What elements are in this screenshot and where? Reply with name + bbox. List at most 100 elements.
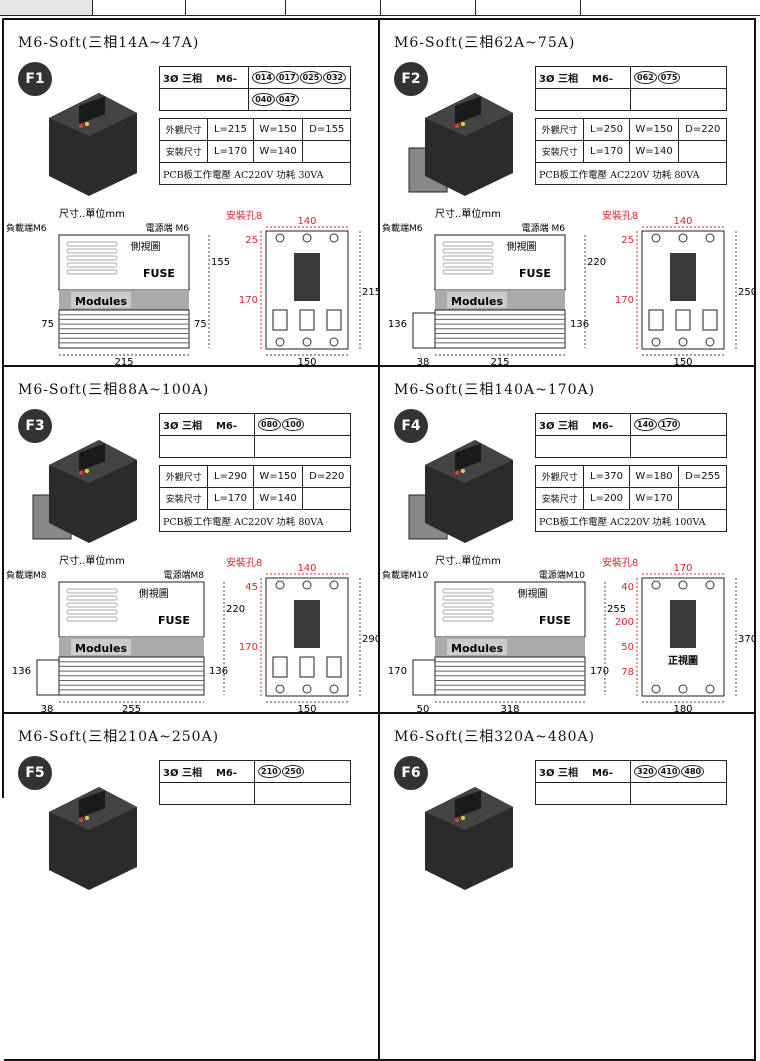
panel-title: M6-Soft(三相14A~47A) <box>18 35 200 51</box>
base-width-label: 50 <box>417 704 430 714</box>
front-top-width-label: 140 <box>673 216 692 227</box>
model-code: 017 <box>275 71 299 84</box>
indicator-led <box>79 124 83 128</box>
model-code: 014 <box>252 71 275 84</box>
indicator-led <box>461 816 465 820</box>
thyristor-icon <box>299 309 315 331</box>
mount-dim-value: W=140 <box>252 487 304 510</box>
control-display <box>79 443 105 471</box>
front-top-width-label: 140 <box>297 216 316 227</box>
front-total-height-label: 250 <box>738 287 756 298</box>
terminal-icon <box>302 684 312 694</box>
front-dim-label: 25 <box>621 235 634 246</box>
power-terminal-label: 電源端 M6 <box>146 222 190 234</box>
vent-slot <box>442 602 494 608</box>
mount-dim-value: W=140 <box>252 140 304 163</box>
front-bottom-width-label: 150 <box>297 704 316 714</box>
terminal-icon <box>275 580 285 590</box>
phase-label: 3Ø 三相 <box>539 768 578 779</box>
outer-dim-value: L=250 <box>583 118 630 141</box>
mount-hole-label: 安裝孔8 <box>226 209 262 222</box>
product-photo <box>408 440 513 543</box>
figure-badge: F2 <box>394 62 428 96</box>
vent-slot <box>66 595 118 601</box>
front-view-body <box>641 577 725 697</box>
width-label: 215 <box>490 357 509 367</box>
vent-slot <box>442 595 494 601</box>
model-prefix: M6- <box>591 768 614 779</box>
side-view-label: 側視圖 <box>139 587 169 600</box>
product-photo <box>408 93 513 196</box>
outer-dim-value: L=290 <box>207 465 254 488</box>
mount-dim-label: 安裝尺寸 <box>158 487 209 510</box>
product-photo <box>49 93 137 196</box>
total-height-label: 255 <box>607 604 626 615</box>
model-code: 410 <box>657 765 681 778</box>
phase-label: 3Ø 三相 <box>163 768 202 779</box>
mount-dim-value: L=200 <box>583 487 630 510</box>
model-code: 480 <box>681 765 705 778</box>
side-view-label: 側視圖 <box>507 240 537 253</box>
model-code: 062 <box>634 71 657 84</box>
outer-dim-value: D=220 <box>678 118 727 141</box>
mount-dim-value: W=140 <box>628 140 680 163</box>
mount-dim-value: L=170 <box>207 487 254 510</box>
vent-slot <box>66 241 118 247</box>
terminal-icon <box>275 233 285 243</box>
mount-hole-label: 安裝孔8 <box>602 209 638 222</box>
front-dim-label: 25 <box>245 235 258 246</box>
model-code: 032 <box>323 71 346 84</box>
outer-dim-value: W=150 <box>628 118 680 141</box>
model-code: 170 <box>657 418 681 431</box>
mount-hole-label: 安裝孔8 <box>226 556 262 569</box>
outer-dim-value: D=255 <box>678 465 727 488</box>
terminal-icon <box>651 233 661 243</box>
mount-dim-value: L=170 <box>583 140 630 163</box>
thyristor-icon <box>272 656 288 678</box>
modules-block <box>71 292 131 308</box>
indicator-led <box>455 124 459 128</box>
front-dim-label: 170 <box>239 642 258 653</box>
base-width-label: 38 <box>41 704 54 714</box>
figure-badge: F4 <box>394 409 428 443</box>
terminal-icon <box>678 580 688 590</box>
front-view-label: 正視圖 <box>668 654 698 667</box>
load-terminal-label: 負載端M6 <box>382 222 423 234</box>
model-code: 250 <box>281 765 305 778</box>
total-height-label: 220 <box>226 604 245 615</box>
thyristor-icon <box>299 656 315 678</box>
left-height-label: 136 <box>12 666 31 677</box>
left-height-label: 136 <box>388 319 407 330</box>
figure-badge: F1 <box>18 62 52 96</box>
front-dim-label: 50 <box>621 642 634 653</box>
outer-dim-value: D=155 <box>302 118 351 141</box>
vent-slot <box>442 609 494 615</box>
vent-slot <box>442 248 494 254</box>
front-dim-label: 170 <box>615 295 634 306</box>
controller-display <box>670 253 696 301</box>
terminal-icon <box>302 580 312 590</box>
outer-dim-label: 外觀尺寸 <box>158 118 209 141</box>
front-bottom-width-label: 150 <box>673 357 692 367</box>
model-code: 047 <box>275 93 299 106</box>
side-view-label: 側視圖 <box>131 240 161 253</box>
modules-label: Modules <box>451 642 503 655</box>
modules-block <box>71 639 131 655</box>
vent-slot <box>66 262 118 268</box>
product-photo <box>425 787 513 890</box>
pcb-spec: PCB板工作電壓 AC220V 功耗 30VA <box>159 162 351 185</box>
fuse-label: FUSE <box>143 267 175 280</box>
indicator-led <box>85 122 89 126</box>
panel-title: M6-Soft(三相62A~75A) <box>394 35 576 51</box>
front-dim-label: 200 <box>615 617 634 628</box>
vent-slot <box>66 609 118 615</box>
product-photo <box>49 787 137 890</box>
front-dim-label: 40 <box>621 582 634 593</box>
front-top-width-label: 140 <box>297 563 316 574</box>
modules-label: Modules <box>75 642 127 655</box>
mount-hole-label: 安裝孔8 <box>602 556 638 569</box>
